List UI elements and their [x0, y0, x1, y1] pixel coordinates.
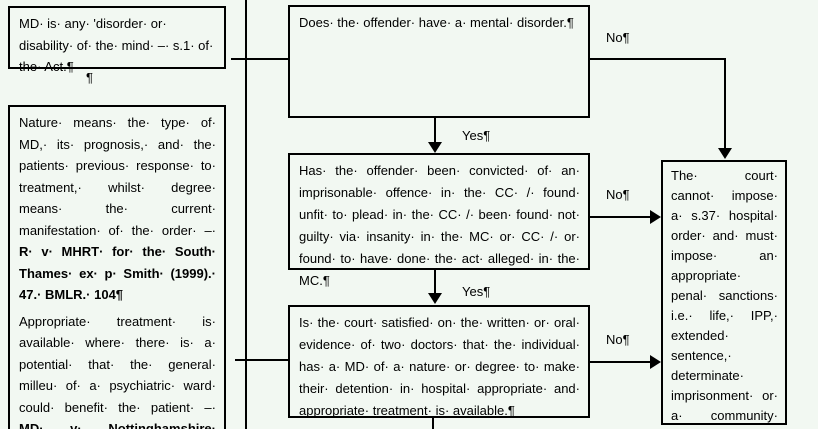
arrowhead-yes-step1-step2 [428, 142, 442, 153]
arrowhead-yes-step2-step3 [428, 293, 442, 304]
arrowhead-no-step1-outcome [718, 148, 732, 159]
label-yes-2: Yes¶ [462, 284, 491, 299]
connector-vertical-main [245, 0, 247, 429]
connector-step3-continuation [432, 418, 434, 429]
arrow-no-step1-horizontal [590, 58, 726, 60]
arrowhead-no-step2-outcome [650, 210, 661, 224]
flow-step1-text: Does· the· offender· have· a· mental· di… [299, 15, 574, 30]
definition-nature-citation: R· v· MHRT· for· the· South· Thames· ex·… [19, 244, 216, 302]
flow-step-court-satisfied[interactable]: Is· the· court· satisfied· on· the· writ… [288, 305, 590, 418]
definition-treatment-citation: MD· v· Nottinghamshire· Health· Care· NH… [19, 421, 216, 429]
connector-definition-step3 [235, 359, 288, 361]
arrow-no-step1-vertical [724, 58, 726, 149]
label-yes-1: Yes¶ [462, 128, 491, 143]
definition-treatment-regular: Appropriate· treatment· is· available· w… [19, 313, 216, 415]
arrow-no-step2-stem [590, 216, 651, 218]
connector-definition-step1 [231, 58, 288, 60]
flow-step3-text: Is· the· court· satisfied· on· the· writ… [299, 315, 580, 418]
flow-step2-text: Has· the· offender· been· convicted· of·… [299, 163, 580, 288]
flow-step-conviction[interactable]: Has· the· offender· been· convicted· of·… [288, 153, 590, 288]
definition-treatment-text: Appropriate· treatment· is· available· w… [10, 306, 224, 429]
flow-outcome-no-hospital-order[interactable]: The· court· cannot· impose· a· s.37· hos… [661, 160, 787, 429]
label-no-3: No¶ [606, 332, 630, 347]
arrow-no-step3-stem [590, 361, 651, 363]
definition-nature-text: Nature· means· the· type· of· MD,· its· … [10, 107, 224, 306]
definition-md-text: MD· is· any· 'disorder· or· disability· … [19, 16, 214, 74]
arrow-yes-step2-step3-stem [434, 270, 436, 294]
flow-outcome-text: The· court· cannot· impose· a· s.37· hos… [671, 168, 778, 429]
definition-box-md[interactable]: MD· is· any· 'disorder· or· disability· … [8, 6, 226, 74]
stray-pilcrow-mark: ¶ [86, 70, 93, 85]
arrowhead-no-step3-outcome [650, 355, 661, 369]
arrow-yes-step1-step2-stem [434, 118, 436, 144]
definition-box-nature-treatment[interactable]: Nature· means· the· type· of· MD,· its· … [8, 105, 226, 429]
label-no-1: No¶ [606, 30, 630, 45]
definition-nature-regular: Nature· means· the· type· of· MD,· its· … [19, 115, 216, 238]
label-no-2: No¶ [606, 187, 630, 202]
flow-step-mental-disorder[interactable]: Does· the· offender· have· a· mental· di… [288, 5, 590, 118]
